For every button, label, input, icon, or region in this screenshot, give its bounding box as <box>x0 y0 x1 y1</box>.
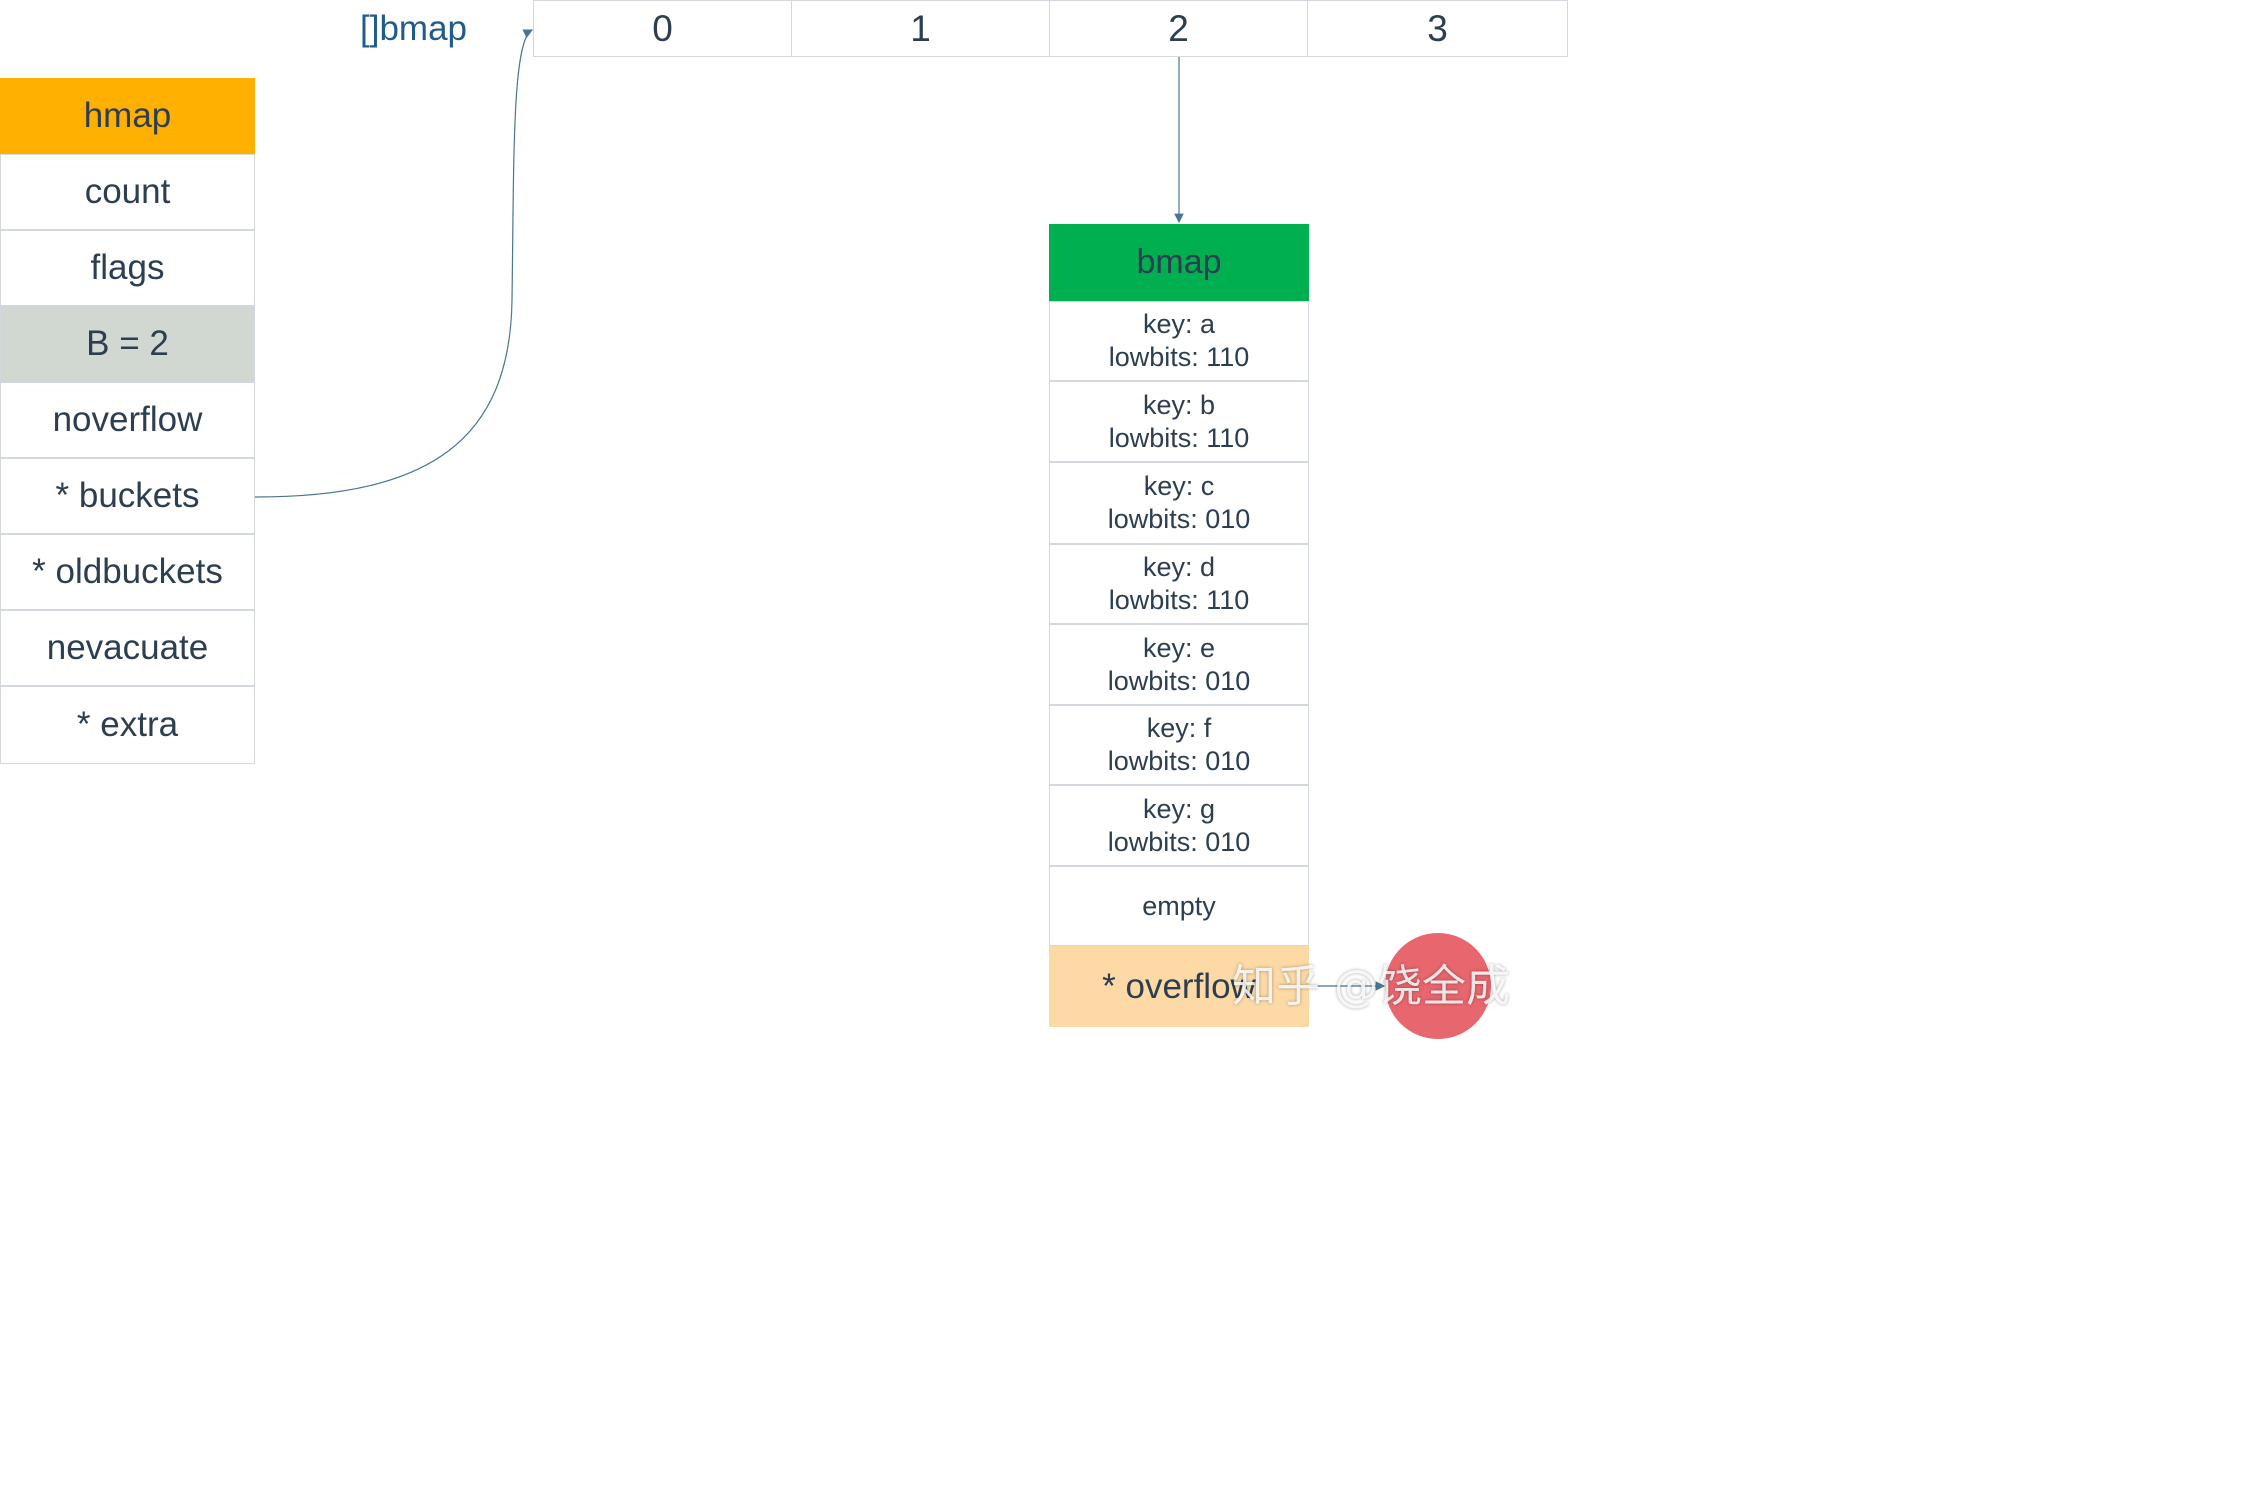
bucket-index-2: 2 <box>1049 0 1308 57</box>
entry-key: key: f <box>1146 713 1212 743</box>
entry-lowbits: lowbits: 110 <box>1108 422 1250 453</box>
entry-lowbits: lowbits: 010 <box>1107 746 1251 776</box>
bmap-overflow-pointer: * overflow <box>1049 946 1309 1027</box>
bucket-index-1: 1 <box>791 0 1050 57</box>
hmap-field-noverflow: noverflow <box>0 382 255 458</box>
bucket-index-3: 3 <box>1307 0 1568 57</box>
entry-key: key: g <box>1142 793 1216 824</box>
entry-key: key: c <box>1143 471 1215 501</box>
bucket-index-0: 0 <box>533 0 792 57</box>
hmap-field-extra: * extra <box>0 686 255 764</box>
hmap-field-buckets: * buckets <box>0 458 255 534</box>
entry-key: key: e <box>1142 632 1216 663</box>
entry-key: key: b <box>1142 389 1216 420</box>
entry-lowbits: lowbits: 010 <box>1107 826 1251 857</box>
buckets-pointer-arrow <box>254 29 534 498</box>
hmap-field-oldbuckets: * oldbuckets <box>0 534 255 610</box>
bmap-entry: key: c lowbits: 010 <box>1049 462 1309 544</box>
hmap-field-count: count <box>0 154 255 230</box>
entry-lowbits: lowbits: 110 <box>1108 342 1250 372</box>
watermark: 知乎 @饶全成 <box>1232 961 1510 1012</box>
hmap-field-b: B = 2 <box>0 306 255 382</box>
bmap-entry: key: f lowbits: 010 <box>1049 705 1309 785</box>
bmap-empty-slot: empty <box>1049 866 1309 946</box>
bmap-entry: key: e lowbits: 010 <box>1049 624 1309 705</box>
bmap-entry: key: b lowbits: 110 <box>1049 381 1309 462</box>
bmap-entry: key: g lowbits: 010 <box>1049 785 1309 866</box>
overflow-target-circle <box>1385 933 1491 1039</box>
entry-key: key: d <box>1142 552 1216 582</box>
bmap-entry: key: d lowbits: 110 <box>1049 544 1309 624</box>
bmap-header: bmap <box>1049 224 1309 301</box>
bmap-entry: key: a lowbits: 110 <box>1049 301 1309 381</box>
entry-lowbits: lowbits: 010 <box>1107 504 1251 534</box>
hmap-field-nevacuate: nevacuate <box>0 610 255 686</box>
entry-lowbits: lowbits: 010 <box>1107 665 1251 696</box>
hmap-header: hmap <box>0 78 255 154</box>
entry-key: key: a <box>1142 309 1216 339</box>
hmap-field-flags: flags <box>0 230 255 306</box>
bucket-array-label: []bmap <box>360 9 467 48</box>
connector-lines <box>254 29 1386 991</box>
entry-lowbits: lowbits: 110 <box>1108 585 1250 615</box>
